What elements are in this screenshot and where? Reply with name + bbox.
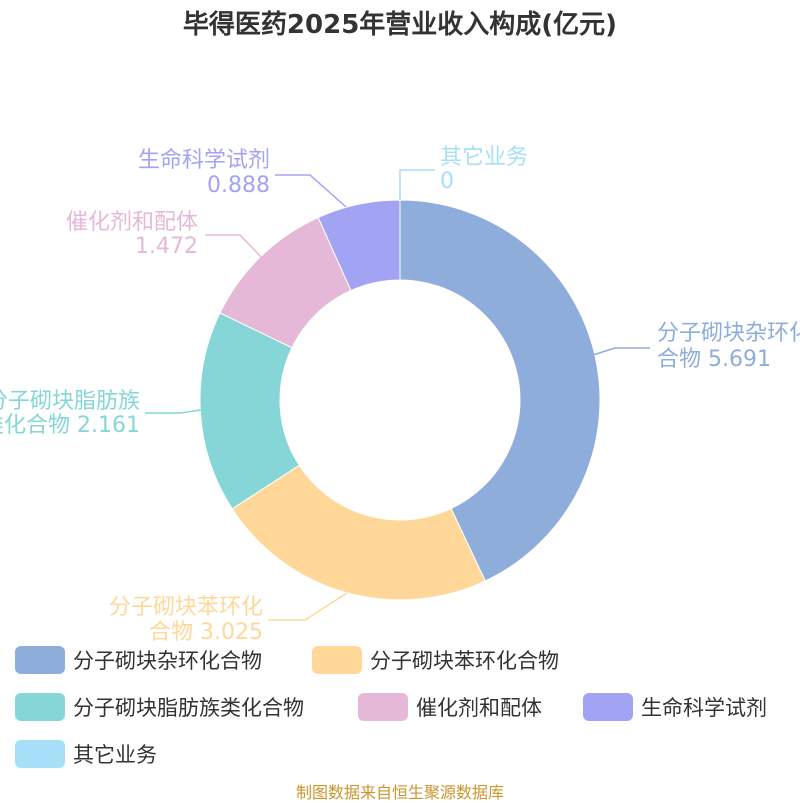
leader-line-5 xyxy=(399,169,435,200)
legend-swatch xyxy=(312,646,362,674)
legend-item[interactable]: 其它业务 xyxy=(15,739,157,769)
legend-label: 分子砌块脂肪族类化合物 xyxy=(73,696,304,720)
slice-label: 0.888 xyxy=(207,173,270,198)
legend-item[interactable]: 分子砌块杂环化合物 xyxy=(15,645,262,675)
source-footer: 制图数据来自恒生聚源数据库 xyxy=(295,783,504,802)
legend-item[interactable]: 分子砌块苯环化合物 xyxy=(312,645,559,675)
legend-label: 分子砌块苯环化合物 xyxy=(370,649,559,673)
legend-label: 其它业务 xyxy=(73,743,157,767)
legend-label: 生命科学试剂 xyxy=(641,696,767,720)
legend-swatch xyxy=(583,693,633,721)
slice-label: 1.472 xyxy=(135,234,198,259)
leader-line-4 xyxy=(275,174,347,208)
leader-line-2 xyxy=(145,409,202,414)
slice-label: 合物 5.691 xyxy=(657,347,771,372)
slice-label: 分子砌块脂肪族 xyxy=(0,389,140,414)
slice-label: 其它业务 xyxy=(440,145,528,170)
legend-item[interactable]: 催化剂和配体 xyxy=(358,692,542,722)
chart-title: 毕得医药2025年营业收入构成(亿元) xyxy=(182,10,618,40)
legend-swatch xyxy=(15,646,65,674)
slice-0[interactable] xyxy=(399,199,601,582)
slice-label: 0 xyxy=(440,169,454,194)
slice-label: 催化剂和配体 xyxy=(66,210,198,235)
slice-label: 分子砌块杂环化 xyxy=(657,321,800,346)
legend-swatch xyxy=(15,740,65,768)
legend-label: 催化剂和配体 xyxy=(416,696,542,720)
legend-item[interactable]: 生命科学试剂 xyxy=(583,692,767,722)
legend-swatch xyxy=(358,693,408,721)
slice-label: 分子砌块苯环化 xyxy=(109,595,263,620)
leader-line-0 xyxy=(592,347,650,356)
leader-line-3 xyxy=(205,234,263,259)
legend-swatch xyxy=(15,693,65,721)
slice-label: 生命科学试剂 xyxy=(138,148,270,173)
slice-label: 合物 3.025 xyxy=(149,620,263,645)
legend-item[interactable]: 分子砌块脂肪族类化合物 xyxy=(15,692,304,722)
slice-label: 类化合物 2.161 xyxy=(0,413,140,438)
leader-line-1 xyxy=(268,592,348,621)
legend-label: 分子砌块杂环化合物 xyxy=(73,649,262,673)
slice-1[interactable] xyxy=(231,464,486,601)
